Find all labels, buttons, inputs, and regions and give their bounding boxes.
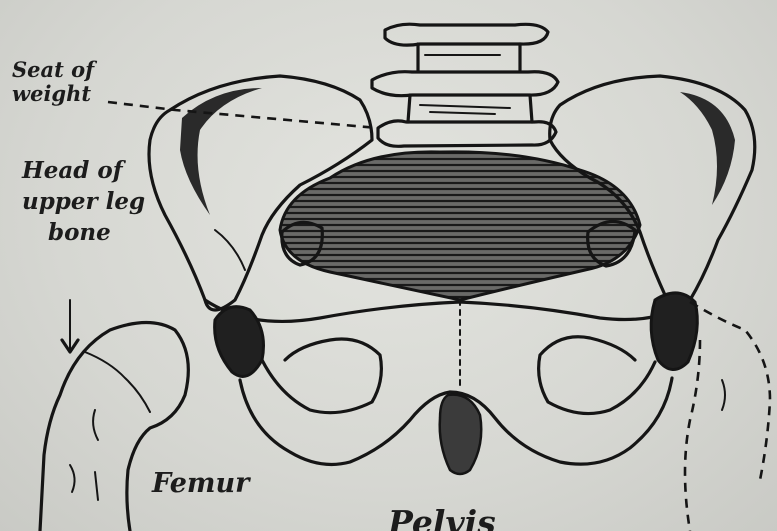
- right-femur-outline: [685, 302, 770, 531]
- seat-label-line1: Seat of: [12, 58, 94, 82]
- head-label-line2: upper leg: [22, 186, 145, 217]
- left-iliac-crest-shading: [180, 88, 262, 215]
- seat-label-line2: weight: [12, 82, 94, 106]
- seat-of-weight-label: Seat of weight: [12, 58, 94, 106]
- seat-of-weight-pointer: [108, 102, 378, 128]
- femur-label: Femur: [152, 470, 249, 497]
- right-obturator: [539, 337, 655, 414]
- head-label-line1: Head of: [22, 155, 145, 186]
- femur: [40, 323, 188, 531]
- coccyx: [440, 395, 482, 474]
- left-obturator: [262, 339, 381, 413]
- vertebrae: [372, 24, 558, 146]
- head-of-upper-leg-bone-label: Head of upper leg bone: [22, 155, 145, 248]
- left-acetabulum: [215, 307, 264, 377]
- pelvic-brim: [205, 300, 690, 321]
- head-label-line3: bone: [22, 217, 145, 248]
- pelvis-label: Pelvis: [388, 506, 496, 531]
- right-iliac-crest-shading: [680, 92, 735, 205]
- right-acetabulum: [651, 293, 697, 370]
